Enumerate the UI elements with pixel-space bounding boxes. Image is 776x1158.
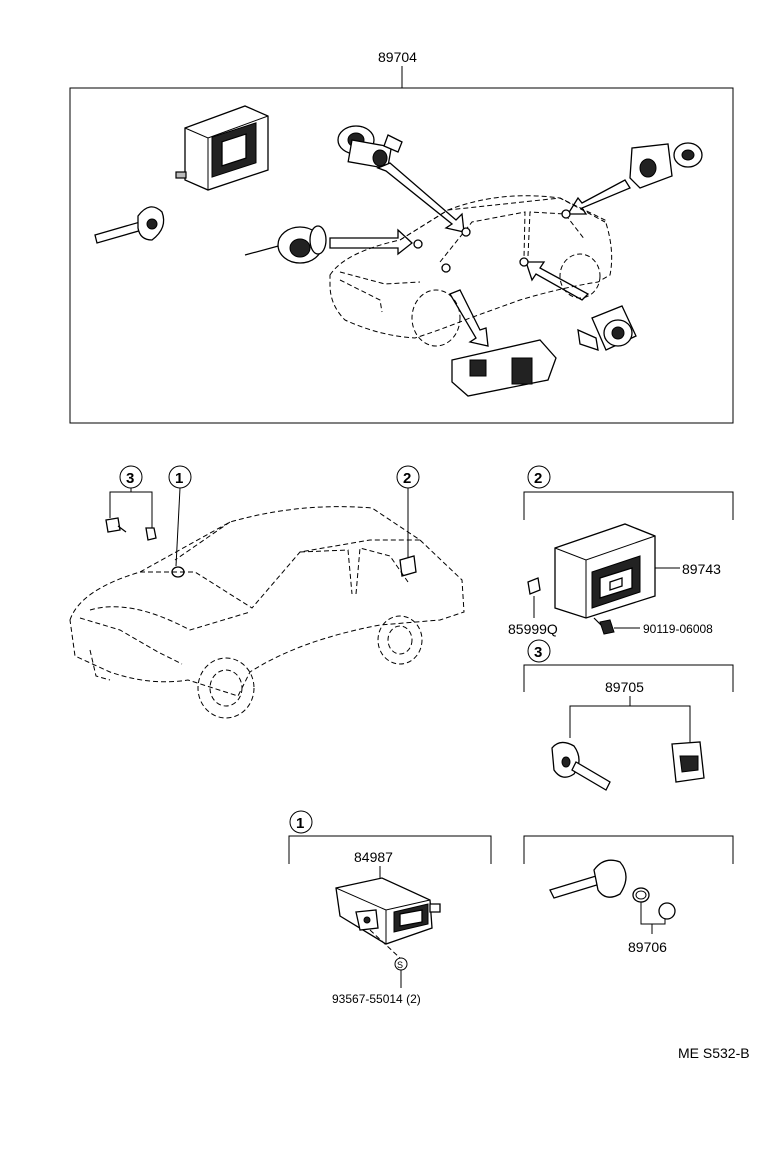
key-transponder-drawing	[671, 741, 705, 783]
door-lock-cylinder-left-drawing	[244, 225, 413, 264]
svg-text:S: S	[397, 960, 403, 970]
group-three: 3 89705	[523, 639, 734, 791]
group-one: 1 84987 S 93567-55014 (2)	[288, 810, 492, 1006]
transponder-ecu-drawing	[175, 105, 269, 191]
callout-2-left: 2	[396, 465, 420, 577]
diagram-code: ME S532-B	[678, 1045, 750, 1061]
rear-door-lock-cylinder-drawing	[525, 261, 637, 351]
svg-text:3: 3	[534, 644, 542, 661]
label-89704: 89704	[378, 49, 417, 65]
middle-vehicle-group: 3 1 2	[69, 465, 465, 719]
bolt-drawing	[593, 617, 615, 635]
label-90119-06008: 90119-06008	[643, 622, 713, 636]
middle-vehicle-outline	[69, 506, 465, 719]
immobiliser-ecu-drawing	[554, 523, 656, 619]
group-two: 2 89743 85999Q 90119-06008	[508, 465, 734, 637]
label-85999q: 85999Q	[508, 621, 558, 637]
label-89706: 89706	[628, 939, 667, 955]
callout-3-left: 3	[105, 465, 157, 541]
callout-1-left: 1	[168, 465, 192, 578]
label-93567-55014: 93567-55014 (2)	[332, 992, 421, 1006]
label-89743: 89743	[682, 561, 721, 577]
svg-text:2: 2	[534, 470, 542, 487]
antenna-amplifier-drawing	[335, 877, 441, 945]
key-blank-drawing	[551, 741, 611, 791]
top-assembly-frame	[69, 87, 734, 424]
svg-text:1: 1	[296, 815, 304, 832]
door-lock-cylinder-top-drawing	[337, 125, 465, 233]
svg-text:1: 1	[175, 470, 183, 487]
key-plate-group: 89706	[523, 835, 734, 955]
trunk-lock-cylinder-drawing	[566, 142, 703, 215]
top-vehicle-outline	[329, 195, 613, 347]
svg-text:2: 2	[403, 470, 411, 487]
top-assembly-group: 89704	[69, 49, 734, 424]
label-89705: 89705	[605, 679, 644, 695]
master-key-blank-drawing	[549, 859, 627, 899]
svg-text:3: 3	[126, 470, 134, 487]
master-key-drawing	[94, 206, 165, 244]
label-84987: 84987	[354, 849, 393, 865]
